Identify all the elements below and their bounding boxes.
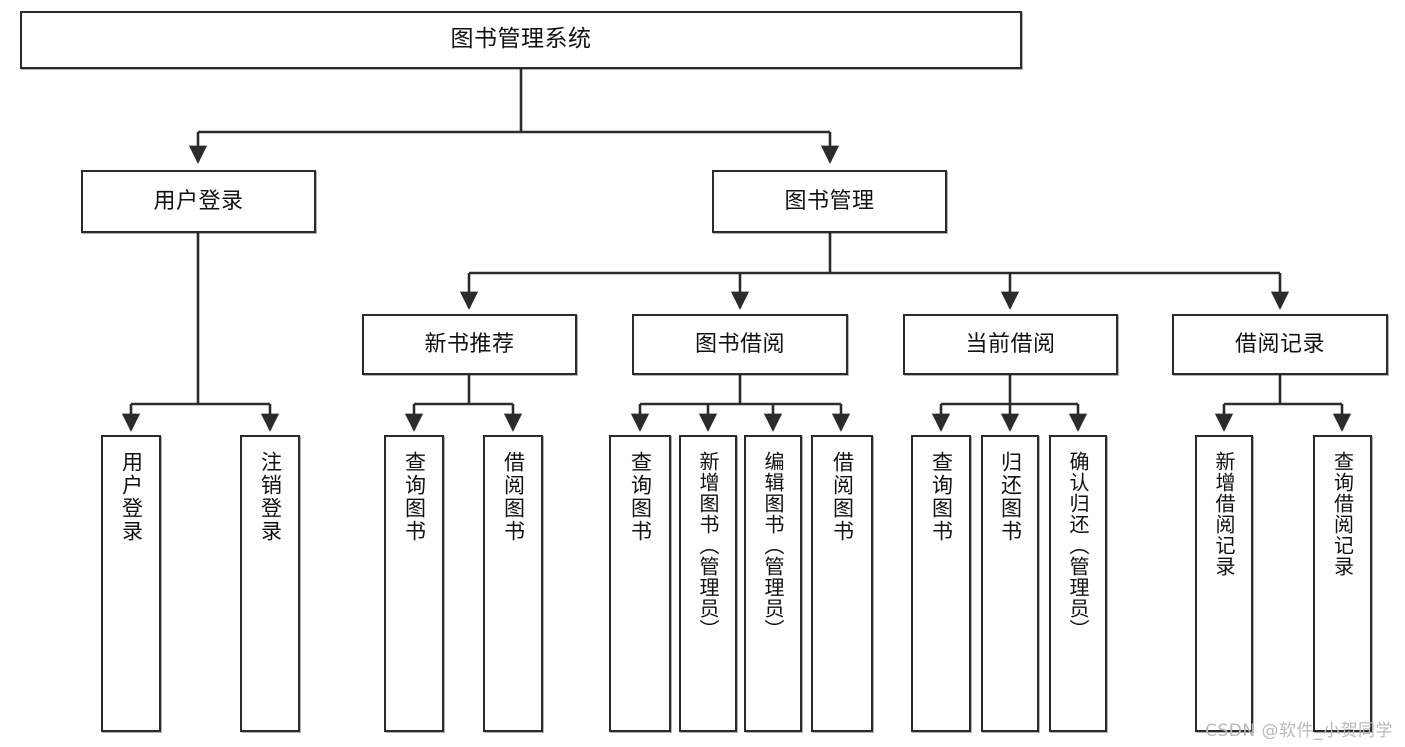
node-borrowing-record[interactable]: 借阅记录	[1172, 314, 1388, 375]
node-label: 借阅记录	[1234, 331, 1325, 357]
leaf-return-book[interactable]: 归还图书	[981, 435, 1039, 732]
node-book-borrowing[interactable]: 图书借阅	[632, 314, 848, 375]
node-label: 查询借阅记录	[1330, 451, 1355, 577]
node-label: 用户登录	[153, 188, 244, 214]
node-label: 新书推荐	[424, 331, 515, 357]
node-book-management[interactable]: 图书管理	[712, 170, 947, 233]
node-label: 借阅图书	[501, 451, 526, 543]
node-label: 图书管理系统	[450, 26, 592, 53]
node-label: 查询图书	[628, 451, 653, 543]
node-label: 查询图书	[929, 451, 954, 543]
node-label: 查询图书	[402, 451, 427, 543]
node-label: 新增借阅记录	[1212, 451, 1236, 577]
leaf-query-book-borrowing[interactable]: 查询图书	[609, 435, 671, 732]
node-user-login[interactable]: 用户登录	[81, 170, 316, 233]
node-label: 编辑图书（管理员）	[761, 451, 785, 640]
leaf-query-book-current[interactable]: 查询图书	[911, 435, 971, 732]
leaf-query-borrow-record[interactable]: 查询借阅记录	[1313, 435, 1372, 732]
leaf-borrow-book-borrowing[interactable]: 借阅图书	[811, 435, 873, 732]
leaf-borrow-book-recommend[interactable]: 借阅图书	[483, 435, 543, 732]
node-label: 借阅图书	[830, 451, 855, 543]
leaf-logout[interactable]: 注销登录	[240, 435, 300, 732]
leaf-query-book-recommend[interactable]: 查询图书	[384, 435, 444, 732]
node-label: 当前借阅	[965, 331, 1056, 357]
leaf-add-book-admin[interactable]: 新增图书（管理员）	[679, 435, 737, 732]
node-current-borrowing[interactable]: 当前借阅	[903, 314, 1118, 375]
node-label: 确认归还（管理员）	[1066, 451, 1090, 640]
node-label: 用户登录	[119, 451, 144, 543]
leaf-confirm-return-admin[interactable]: 确认归还（管理员）	[1049, 435, 1107, 732]
node-label: 图书借阅	[694, 331, 785, 357]
node-label: 归还图书	[998, 451, 1023, 543]
watermark: CSDN @软件_小贺同学	[1205, 721, 1393, 741]
leaf-user-login[interactable]: 用户登录	[101, 435, 161, 732]
leaf-add-borrow-record[interactable]: 新增借阅记录	[1195, 435, 1253, 732]
node-new-book-recommendation[interactable]: 新书推荐	[362, 314, 577, 375]
node-label: 图书管理	[784, 188, 875, 214]
node-label: 注销登录	[258, 451, 283, 543]
node-label: 新增图书（管理员）	[696, 451, 720, 640]
node-root-book-management-system[interactable]: 图书管理系统	[20, 11, 1022, 69]
leaf-edit-book-admin[interactable]: 编辑图书（管理员）	[744, 435, 802, 732]
